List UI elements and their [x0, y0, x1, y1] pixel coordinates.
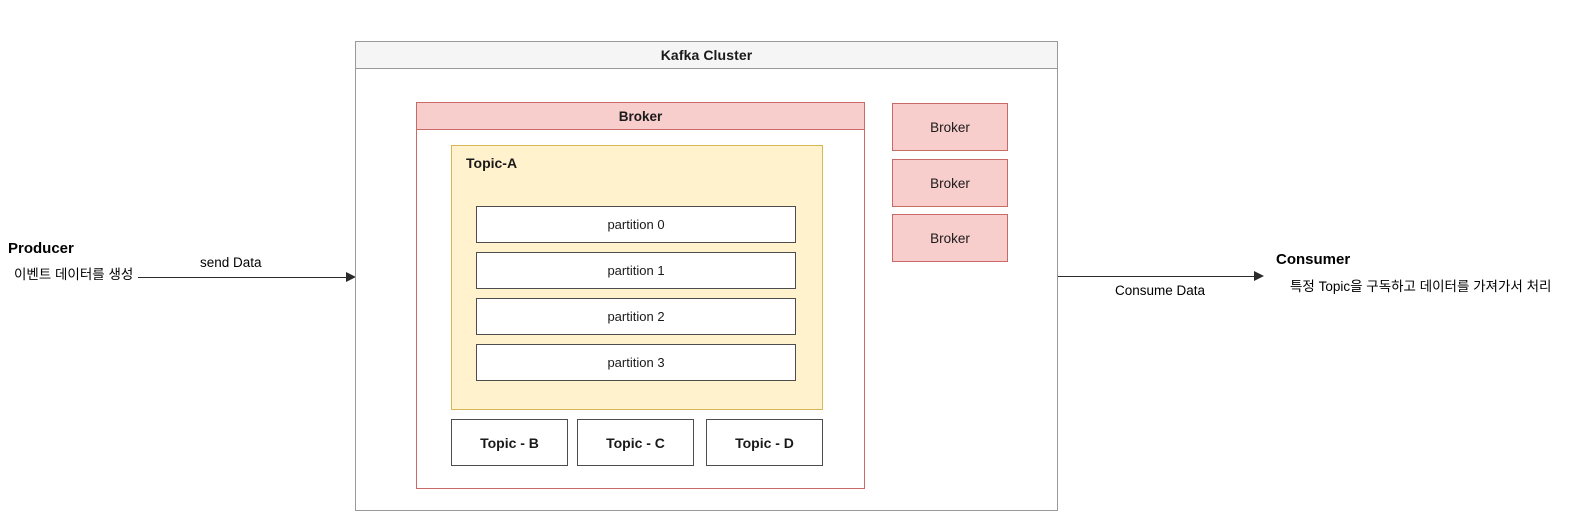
partition-2[interactable]: partition 2: [476, 298, 796, 335]
topic-b-box[interactable]: Topic - B: [451, 419, 568, 466]
partition-2-label: partition 2: [607, 309, 665, 324]
broker-chip-2-label: Broker: [930, 175, 970, 191]
send-data-arrow: send Data: [138, 255, 358, 294]
consumer-group: Consumer 특정 Topic을 구독하고 데이터를 가져가서 처리: [1276, 251, 1566, 301]
consume-data-arrow-line: [1058, 276, 1256, 277]
topic-a-title: Topic-A: [466, 155, 518, 171]
kafka-cluster-title: Kafka Cluster: [660, 47, 753, 63]
topic-d-box[interactable]: Topic - D: [706, 419, 823, 466]
producer-description: 이벤트 데이터를 생성: [14, 267, 134, 282]
broker-main-header: Broker: [417, 103, 864, 130]
producer-group: Producer 이벤트 데이터를 생성: [8, 240, 208, 290]
broker-chip-2[interactable]: Broker: [892, 159, 1008, 207]
broker-chip-3-label: Broker: [930, 230, 970, 246]
broker-chip-3[interactable]: Broker: [892, 214, 1008, 262]
kafka-cluster[interactable]: Kafka Cluster Broker Topic-A partition 0…: [355, 41, 1058, 511]
broker-chip-1-label: Broker: [930, 119, 970, 135]
producer-title: Producer: [8, 240, 74, 257]
topic-c-label: Topic - C: [606, 434, 665, 451]
topic-b-label: Topic - B: [480, 434, 539, 451]
topic-c-box[interactable]: Topic - C: [577, 419, 694, 466]
partition-3-label: partition 3: [607, 355, 665, 370]
partition-1[interactable]: partition 1: [476, 252, 796, 289]
send-data-arrow-line: [138, 277, 348, 278]
partition-0-label: partition 0: [607, 217, 665, 232]
consumer-description: 특정 Topic을 구독하고 데이터를 가져가서 처리: [1290, 279, 1552, 294]
send-data-arrow-head: [346, 272, 356, 282]
partition-1-label: partition 1: [607, 263, 665, 278]
consume-data-arrow-head: [1254, 271, 1264, 281]
consumer-title: Consumer: [1276, 251, 1351, 268]
partition-0[interactable]: partition 0: [476, 206, 796, 243]
consume-data-arrow: Consume Data: [1058, 262, 1273, 298]
broker-main-title: Broker: [618, 108, 663, 124]
broker-chip-1[interactable]: Broker: [892, 103, 1008, 151]
send-data-arrow-label: send Data: [200, 255, 262, 270]
topic-d-label: Topic - D: [735, 434, 794, 451]
partition-3[interactable]: partition 3: [476, 344, 796, 381]
consume-data-arrow-label: Consume Data: [1115, 283, 1206, 298]
topic-a-container[interactable]: Topic-A partition 0 partition 1 partitio…: [451, 145, 823, 410]
kafka-cluster-header: Kafka Cluster: [356, 42, 1057, 69]
broker-main[interactable]: Broker Topic-A partition 0 partition 1 p…: [416, 102, 865, 489]
